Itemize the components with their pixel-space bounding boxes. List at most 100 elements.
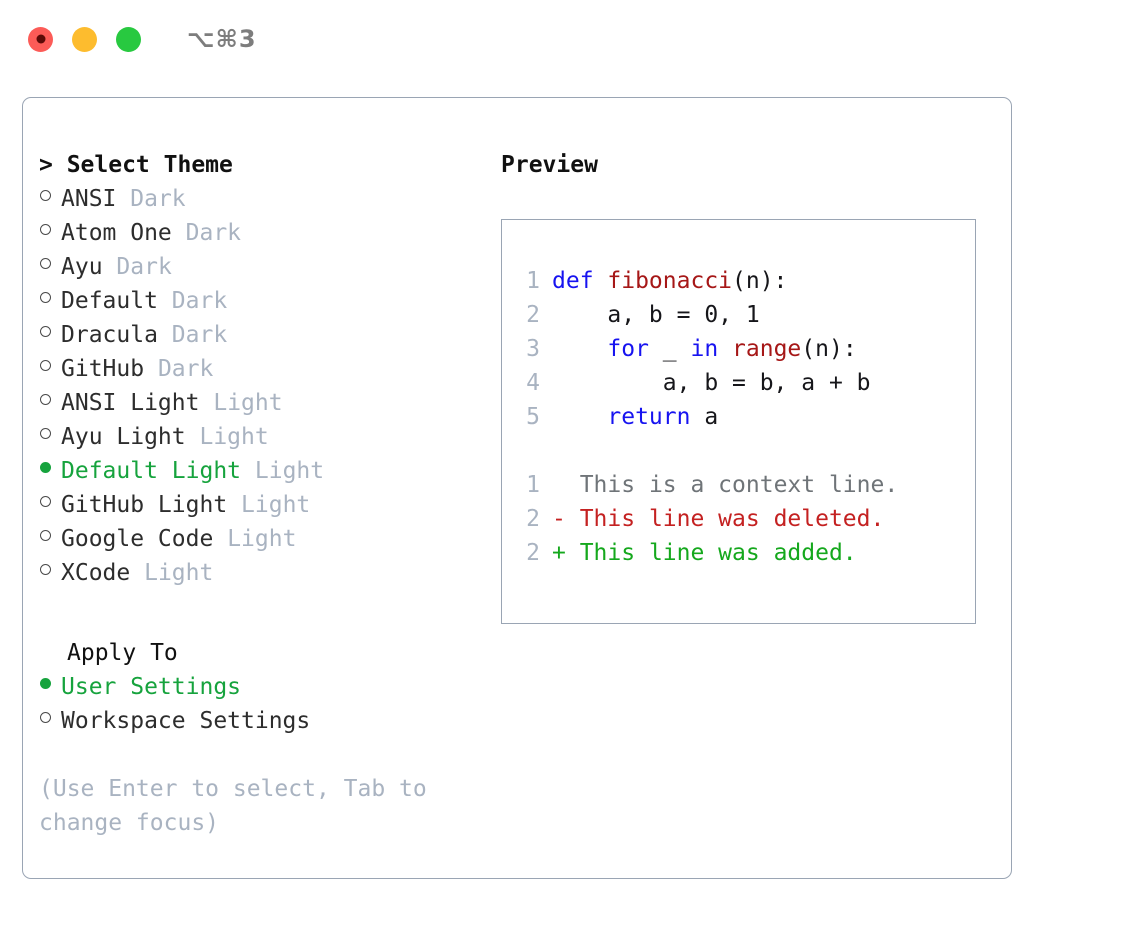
select-theme-header: > Select Theme: [39, 152, 233, 178]
code-line-content: return a: [552, 400, 718, 434]
code-token: (n):: [732, 268, 788, 294]
close-window-button[interactable]: [28, 26, 53, 52]
code-token: [718, 336, 732, 362]
theme-list-item[interactable]: GitHub Light Light: [39, 488, 489, 522]
diff-marker: [552, 468, 566, 502]
code-preview-divider: [514, 434, 898, 468]
theme-kind-label: Light: [254, 458, 325, 484]
code-line-content: a, b = b, a + b: [552, 366, 871, 400]
theme-list-item[interactable]: ANSI Dark: [39, 182, 489, 216]
theme-kind-label: Dark: [185, 220, 242, 246]
theme-kind-label: Dark: [157, 356, 214, 382]
code-line-content: def fibonacci(n):: [552, 264, 787, 298]
theme-name-label: Default Light: [61, 458, 242, 484]
theme-list-item[interactable]: Dracula Dark: [39, 318, 489, 352]
code-token: for: [607, 336, 649, 362]
apply-to-option[interactable]: User Settings: [39, 670, 489, 704]
theme-kind-label: Dark: [116, 254, 172, 280]
code-line: 4 a, b = b, a + b: [514, 366, 898, 400]
code-line-content: a, b = 0, 1: [552, 298, 760, 332]
theme-name-label: GitHub Light: [61, 492, 228, 518]
theme-kind-label: Dark: [171, 322, 228, 348]
theme-kind-label: Light: [199, 424, 269, 450]
code-line: 5 return a: [514, 400, 898, 434]
code-line-number: 3: [526, 336, 540, 362]
theme-list-item[interactable]: Ayu Dark: [39, 250, 489, 284]
code-token: _: [648, 336, 691, 362]
code-token: (n):: [801, 336, 857, 362]
keyboard-shortcut-label: ⌥⌘3: [187, 25, 257, 53]
diff-line-content: This line was deleted.: [565, 506, 885, 532]
preview-header: Preview: [501, 152, 598, 178]
code-line-number: 5: [526, 404, 540, 430]
theme-name-label: ANSI: [61, 186, 117, 212]
diff-marker: +: [552, 540, 566, 566]
theme-kind-label: Light: [213, 390, 283, 416]
code-line-content: for _ in range(n):: [552, 332, 857, 366]
code-token: [552, 336, 607, 362]
theme-name-label: Google Code: [61, 526, 214, 552]
code-token: fibonacci: [607, 268, 733, 294]
theme-name-label: GitHub: [61, 356, 145, 382]
code-line-number: 4: [526, 370, 540, 396]
diff-line: 2+ This line was added.: [514, 536, 898, 570]
code-token: a, b = b, a + b: [552, 370, 871, 396]
theme-kind-label: Light: [144, 560, 214, 586]
code-line: 2 a, b = 0, 1: [514, 298, 898, 332]
code-token: a, b = 0, 1: [552, 302, 760, 328]
theme-name-label: ANSI Light: [61, 390, 200, 416]
theme-list-item[interactable]: Google Code Light: [39, 522, 489, 556]
keyboard-hint-text: (Use Enter to select, Tab to change focu…: [39, 776, 441, 836]
theme-name-label: Dracula: [61, 322, 158, 348]
maximize-window-button[interactable]: [116, 26, 141, 52]
theme-list-item[interactable]: Atom One Dark: [39, 216, 489, 250]
theme-name-label: Default: [61, 288, 158, 314]
minimize-window-button[interactable]: [72, 26, 97, 52]
code-token: return: [607, 404, 691, 430]
diff-line-content: This is a context line.: [565, 472, 899, 498]
code-token: def: [552, 268, 608, 294]
code-token: a: [690, 404, 719, 430]
theme-name-label: Ayu Light: [61, 424, 186, 450]
theme-list-item[interactable]: Default Light Light: [39, 454, 489, 488]
theme-list-item[interactable]: XCode Light: [39, 556, 489, 590]
diff-line-number: 1: [526, 472, 540, 498]
diff-line: 2- This line was deleted.: [514, 502, 898, 536]
theme-list-item[interactable]: Ayu Light Light: [39, 420, 489, 454]
diff-line: 1 This is a context line.: [514, 468, 898, 502]
diff-marker: -: [552, 506, 566, 532]
apply-to-option-label: User Settings: [61, 674, 242, 700]
code-line-number: 2: [526, 302, 540, 328]
theme-kind-label: Light: [241, 492, 311, 518]
theme-kind-label: Dark: [171, 288, 228, 314]
code-token: [552, 404, 607, 430]
apply-to-option-label: Workspace Settings: [61, 708, 311, 734]
diff-line-number: 2: [526, 540, 540, 566]
theme-list-item[interactable]: ANSI Light Light: [39, 386, 489, 420]
apply-to-header: Apply To: [67, 640, 178, 666]
code-line-number: 1: [526, 268, 540, 294]
apply-to-option[interactable]: Workspace Settings: [39, 704, 489, 738]
diff-line-number: 2: [526, 506, 540, 532]
code-line: 1 def fibonacci(n):: [514, 264, 898, 298]
theme-name-label: XCode: [61, 560, 131, 586]
theme-name-label: Atom One: [61, 220, 172, 246]
code-token: range: [732, 336, 802, 362]
theme-name-label: Ayu: [61, 254, 103, 280]
traffic-light-group: [28, 26, 141, 52]
theme-kind-label: Dark: [130, 186, 186, 212]
code-line: 3 for _ in range(n):: [514, 332, 898, 366]
code-token: in: [690, 336, 719, 362]
theme-kind-label: Light: [227, 526, 297, 552]
theme-list-item[interactable]: Default Dark: [39, 284, 489, 318]
window-titlebar: ⌥⌘3: [0, 0, 1140, 78]
theme-list-item[interactable]: GitHub Dark: [39, 352, 489, 386]
